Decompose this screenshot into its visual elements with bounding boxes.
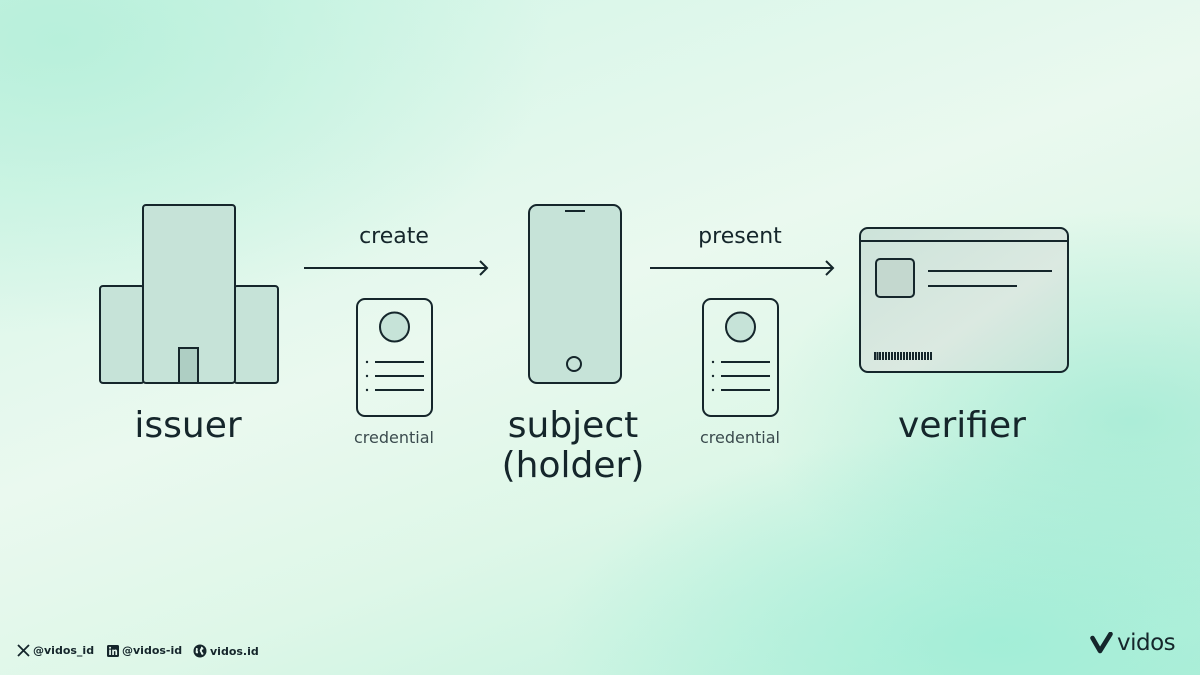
linkedin-handle-text: @vidos-id [122, 644, 183, 657]
smartphone-icon [528, 204, 622, 384]
vidos-logo-icon [1090, 632, 1113, 654]
holder-label: (holder) [501, 445, 645, 486]
brand-name: vidos [1117, 630, 1176, 656]
credential-label: credential [700, 428, 780, 447]
x-handle-link[interactable]: @vidos_id [17, 644, 94, 657]
verifier-label: verifier [898, 405, 1026, 446]
x-logo-icon [17, 644, 30, 657]
website-text: vidos.id [210, 644, 259, 658]
credential-document-icon [702, 298, 779, 417]
id-card-icon [859, 227, 1069, 373]
create-label: create [359, 224, 429, 249]
issuer-label: issuer [134, 405, 242, 446]
x-handle-text: @vidos_id [33, 644, 95, 657]
credential-document-icon [356, 298, 433, 417]
subject-label: subject [507, 405, 639, 446]
building-icon [99, 204, 279, 384]
arrow-right-icon [650, 260, 835, 276]
linkedin-icon [107, 644, 119, 657]
present-label: present [698, 224, 782, 249]
globe-icon [193, 644, 207, 658]
vidos-logo[interactable]: vidos [1090, 630, 1176, 656]
linkedin-handle-link[interactable]: @vidos-id [107, 644, 182, 657]
website-link[interactable]: vidos.id [193, 644, 259, 658]
credential-label: credential [354, 428, 434, 447]
arrow-right-icon [304, 260, 489, 276]
